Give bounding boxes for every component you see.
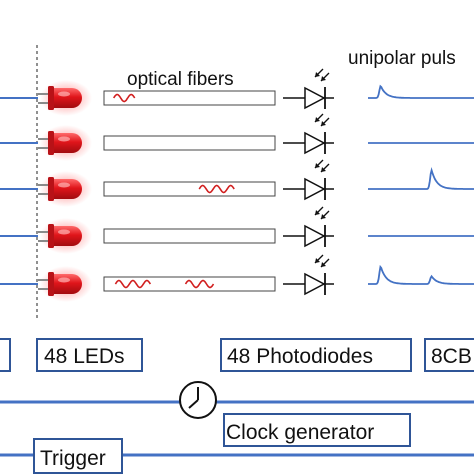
- optical-fiber: [103, 90, 276, 106]
- light-pulse-wave: [113, 93, 136, 103]
- channel-row: [0, 159, 474, 207]
- light-pulse-wave: [198, 184, 235, 194]
- channel-row: [0, 206, 474, 254]
- led-icon: [38, 266, 92, 302]
- output-pulse-trace: [368, 84, 474, 99]
- channel-row: [0, 113, 474, 161]
- output-pulse-trace: [368, 166, 474, 190]
- clock-icon: [179, 381, 217, 419]
- trigger-label: Trigger: [40, 447, 106, 470]
- output-pulse-trace: [368, 264, 474, 285]
- photodiode-icon: [283, 254, 334, 296]
- unipolar-pulses-label: unipolar puls: [348, 48, 456, 69]
- optical-fiber: [103, 135, 276, 151]
- clock-generator-label: Clock generator: [226, 421, 374, 444]
- right-partial-box: [424, 338, 474, 372]
- leds-box: [36, 338, 143, 372]
- optical-fibers-label: optical fibers: [127, 69, 234, 90]
- left-partial-box: [0, 338, 11, 372]
- light-pulse-wave: [114, 279, 152, 289]
- photodiode-icon: [283, 206, 334, 248]
- photodiode-icon: [283, 113, 334, 155]
- optical-fiber: [103, 228, 276, 244]
- optical-fiber: [103, 181, 276, 197]
- channel-rows: [0, 68, 474, 302]
- led-icon: [38, 80, 92, 116]
- led-icon: [38, 125, 92, 161]
- photodiode-icon: [283, 68, 334, 110]
- right-box-label: 8CB: [431, 345, 472, 368]
- trigger-box: [33, 438, 123, 474]
- clock-generator-box: [223, 413, 411, 447]
- channel-row: [0, 254, 474, 302]
- led-icon: [38, 218, 92, 254]
- channel-row: [0, 68, 474, 116]
- leds-box-label: 48 LEDs: [44, 345, 125, 368]
- light-pulse-wave: [184, 279, 215, 289]
- photodiodes-box: [220, 338, 412, 372]
- photodiode-icon: [283, 159, 334, 201]
- led-icon: [38, 171, 92, 207]
- photodiodes-box-label: 48 Photodiodes: [227, 345, 373, 368]
